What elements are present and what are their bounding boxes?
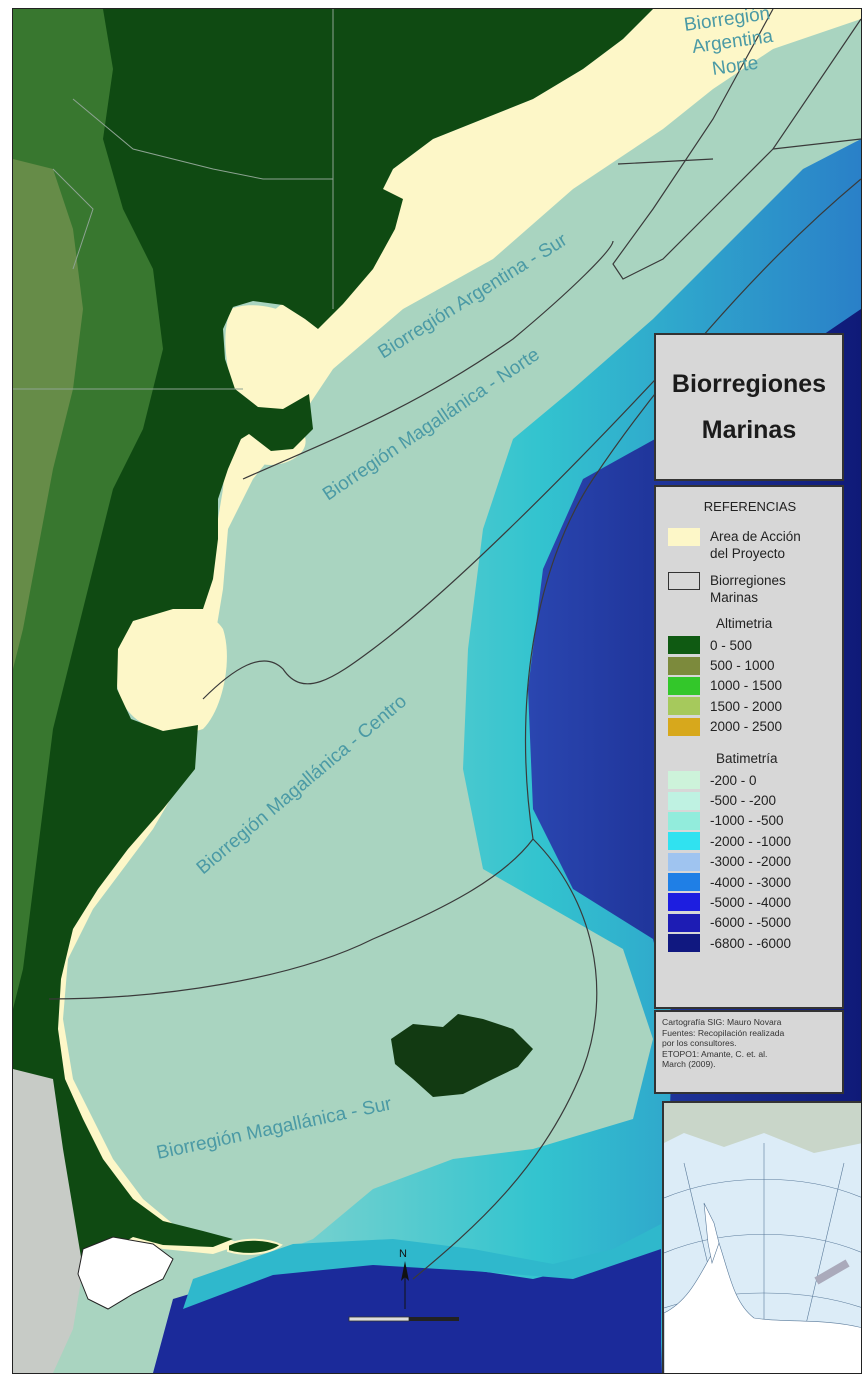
tierra-del-fuego — [77, 1236, 174, 1310]
scale-bar — [348, 1316, 459, 1322]
bathymetry-row: -4000 - -3000 — [668, 872, 832, 892]
malvinas-islands — [391, 1014, 533, 1097]
bathymetry-label: -6000 - -5000 — [710, 915, 792, 931]
bathymetry-swatch — [668, 934, 700, 953]
bioregions-label-1: Biorregiones — [710, 573, 786, 588]
altimetry-label: 2000 - 2500 — [710, 719, 783, 735]
altimetry-label: 500 - 1000 — [710, 658, 775, 674]
land-chile-grey — [13, 1069, 83, 1373]
title-line-1: Biorregiones — [671, 370, 827, 398]
bathymetry-label: -4000 - -3000 — [710, 874, 792, 890]
bathymetry-swatch — [668, 852, 700, 871]
altimetry-swatch — [668, 656, 700, 675]
project-area-label-1: Area de Acción — [710, 529, 801, 544]
altimetry-swatch — [668, 676, 700, 695]
bathymetry-label: -6800 - -6000 — [710, 935, 792, 951]
legend-bioregions: Biorregiones Marinas — [668, 572, 832, 606]
credits-line-1: Cartografía SIG: Mauro Novara — [662, 1017, 782, 1027]
bathymetry-swatch — [668, 893, 700, 912]
legend-project-area: Area de Acción del Proyecto — [668, 528, 832, 562]
bioregion-boundaries — [48, 9, 861, 1280]
credits-line-5: March (2009). — [662, 1059, 716, 1069]
altimetry-row: 0 - 500 — [668, 635, 832, 655]
altimetry-row: 2000 - 2500 — [668, 717, 832, 737]
bioregions-swatch — [668, 572, 700, 590]
bathymetry-label: -1000 - -500 — [710, 813, 784, 829]
inset-map-canvas — [664, 1103, 861, 1373]
altimetry-label: 0 - 500 — [710, 637, 753, 653]
bathymetry-swatch — [668, 832, 700, 851]
credits-line-3: por los consultores. — [662, 1038, 737, 1048]
bathymetry-swatch — [668, 811, 700, 830]
altimetry-row: 500 - 1000 — [668, 655, 832, 675]
altimetry-swatch — [668, 697, 700, 716]
bioregions-label-2: Marinas — [710, 590, 759, 605]
altimetry-label: 1500 - 2000 — [710, 698, 783, 714]
altimetry-swatch — [668, 636, 700, 655]
bathymetry-row: -200 - 0 — [668, 770, 832, 790]
bathymetry-list: -200 - 0 -500 - -200 -1000 - -500 -2000 - -… — [668, 770, 832, 954]
bathymetry-row: -3000 - -2000 — [668, 852, 832, 872]
altimetry-swatch — [668, 717, 700, 736]
bathymetry-row: -500 - -200 — [668, 790, 832, 810]
credits-line-4: ETOPO1: Amante, C. et. al. — [662, 1048, 768, 1059]
map-frame[interactable]: N Biorregión Argentina Norte Biorregión … — [12, 8, 862, 1374]
north-arrow — [401, 1261, 409, 1309]
bathymetry-swatch — [668, 873, 700, 892]
bathymetry-label: -2000 - -1000 — [710, 833, 792, 849]
legend-panel: REFERENCIAS Area de Acción del Proyecto … — [654, 485, 844, 1009]
slope-south — [183, 1224, 661, 1309]
project-area-swatch — [668, 528, 700, 546]
altimetry-list: 0 - 500 500 - 1000 1000 - 1500 1500 - 2000 2… — [668, 635, 832, 737]
bathymetry-label: -3000 - -2000 — [710, 854, 792, 870]
credits-line-2: Fuentes: Recopilación realizada — [662, 1027, 785, 1038]
project-area-label-2: del Proyecto — [710, 546, 786, 561]
title-panel: Biorregiones Marinas — [654, 333, 844, 481]
bathymetry-row: -2000 - -1000 — [668, 831, 832, 851]
bay-san-matias — [115, 606, 227, 733]
bay-samborombon — [225, 305, 314, 405]
bathymetry-label: -5000 - -4000 — [710, 894, 792, 910]
altimetry-label: 1000 - 1500 — [710, 678, 783, 694]
altimetry-row: 1000 - 1500 — [668, 676, 832, 696]
isla-estados — [227, 1238, 283, 1255]
bathymetry-swatch — [668, 791, 700, 810]
land-high — [13, 159, 83, 669]
bathymetry-row: -1000 - -500 — [668, 811, 832, 831]
bathymetry-row: -6000 - -5000 — [668, 913, 832, 933]
province-borders — [13, 9, 334, 390]
bathymetry-swatch — [668, 771, 700, 790]
bathymetry-title: Batimetría — [716, 750, 778, 766]
inset-map-antarctica — [662, 1101, 861, 1373]
bathymetry-row: -5000 - -4000 — [668, 892, 832, 912]
altimetry-row: 1500 - 2000 — [668, 696, 832, 716]
title-line-2: Marinas — [701, 416, 797, 444]
bathymetry-swatch — [668, 913, 700, 932]
north-arrow-label: N — [399, 1248, 407, 1260]
altimetry-title: Altimetria — [716, 616, 773, 631]
bathymetry-label: -500 - -200 — [710, 793, 777, 809]
bathymetry-row: -6800 - -6000 — [668, 933, 832, 953]
land-continent — [13, 9, 653, 1373]
bathymetry-label: -200 - 0 — [710, 772, 757, 788]
legend-header: REFERENCIAS — [703, 499, 797, 514]
credits-panel: Cartografía SIG: Mauro Novara Fuentes: R… — [654, 1010, 844, 1094]
